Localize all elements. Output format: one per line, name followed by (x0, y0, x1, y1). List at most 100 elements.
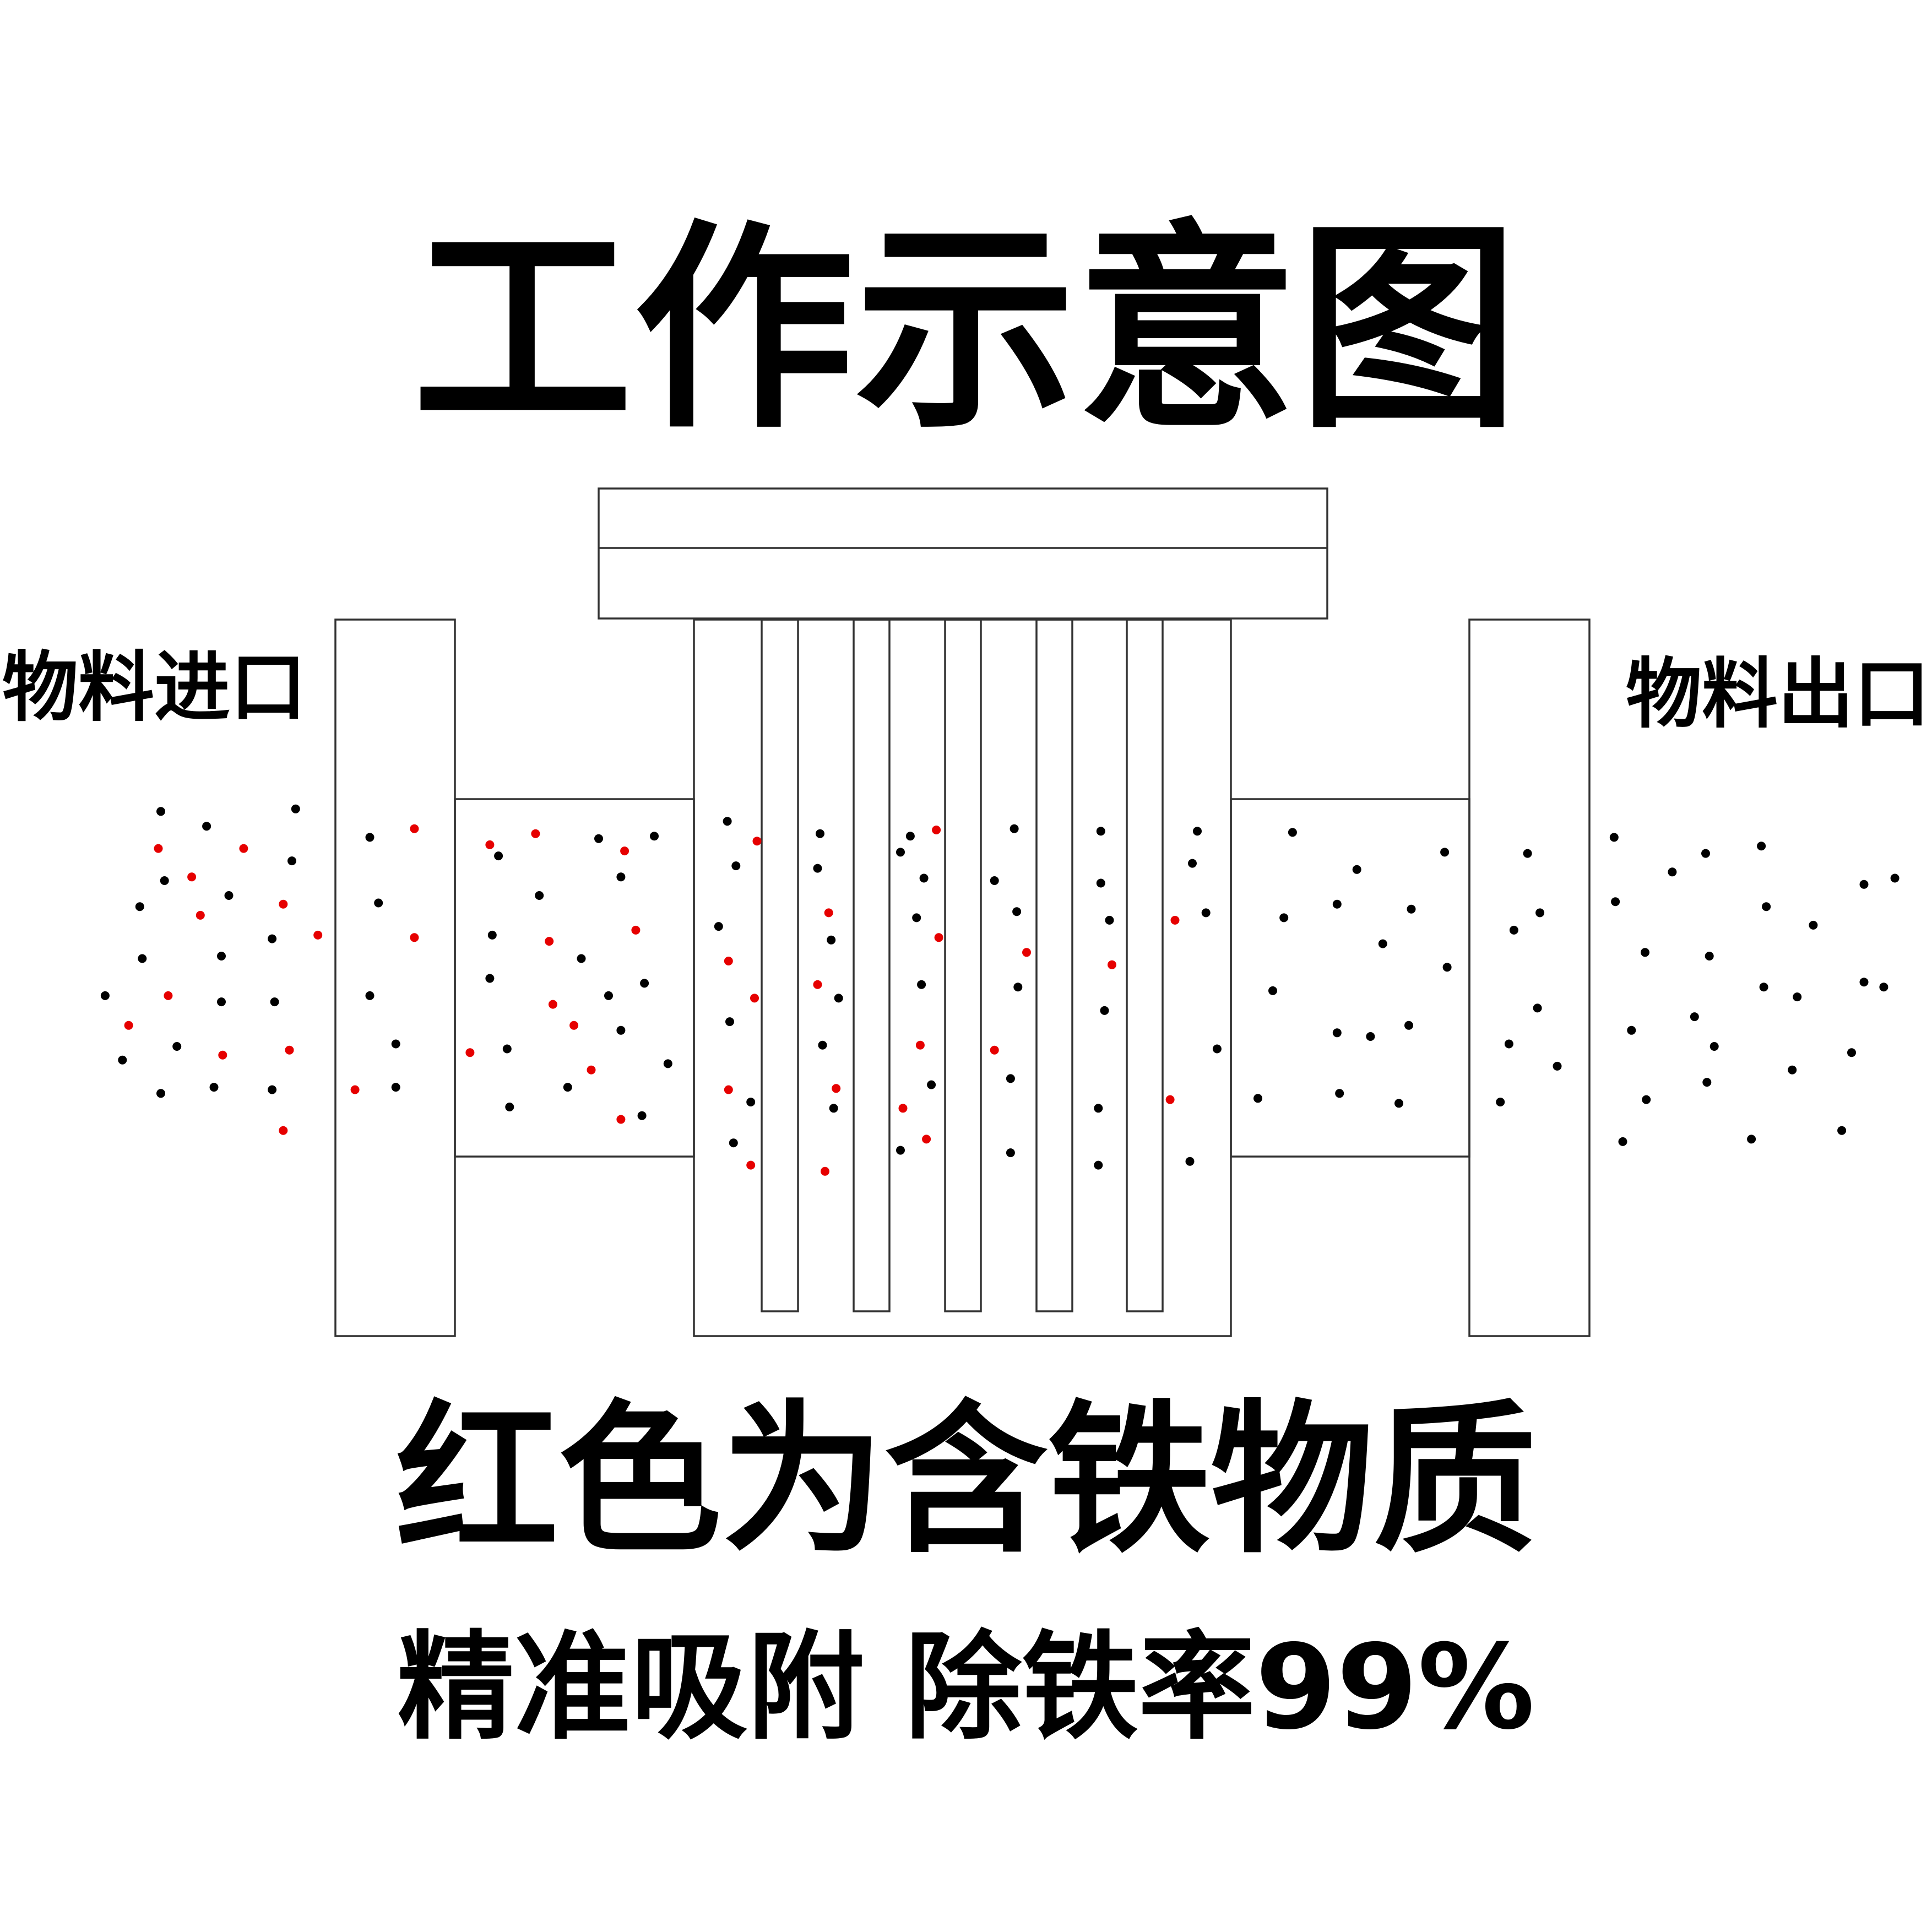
iron-particle (196, 910, 205, 920)
iron-particle (569, 1021, 579, 1030)
material-particle (1012, 907, 1022, 916)
material-particle (1407, 904, 1416, 914)
iron-particle (239, 844, 248, 853)
material-particle (1793, 992, 1802, 1002)
material-particle (1642, 1095, 1651, 1104)
iron-particle (631, 925, 641, 935)
iron-particle (1022, 948, 1031, 957)
material-particle (1094, 1160, 1103, 1170)
particle-layer (100, 804, 1900, 1176)
outlet-pipe (1230, 798, 1470, 1158)
material-particle (270, 997, 279, 1007)
material-particle (1105, 915, 1114, 925)
material-particle (209, 1083, 219, 1092)
magnetic-rod (1126, 618, 1164, 1312)
material-particle (990, 876, 999, 885)
material-particle (1212, 1044, 1222, 1054)
iron-particle (932, 826, 941, 834)
material-particle (535, 891, 544, 900)
iron-particle (410, 933, 419, 942)
material-particle (813, 864, 822, 873)
iron-particle (934, 933, 943, 942)
material-particle (640, 979, 649, 988)
material-particle (160, 876, 169, 885)
iron-particle (824, 908, 833, 918)
iron-particle (548, 1000, 557, 1009)
iron-particle (616, 1115, 626, 1124)
material-particle (268, 934, 277, 943)
magnetic-rod (1035, 618, 1073, 1312)
material-particle (118, 1055, 127, 1065)
material-particle (1535, 908, 1545, 918)
material-particle (1837, 1126, 1847, 1135)
material-particle (156, 807, 165, 816)
material-particle (1404, 1021, 1413, 1030)
iron-particle (898, 1104, 908, 1113)
material-particle (1006, 1074, 1015, 1083)
material-particle (1641, 948, 1649, 957)
material-particle (829, 1104, 838, 1113)
material-particle (650, 832, 659, 841)
material-particle (1332, 1028, 1342, 1038)
material-particle (391, 1039, 400, 1049)
material-particle (287, 856, 296, 866)
iron-particle (724, 957, 733, 965)
material-particle (827, 935, 836, 945)
iron-particle (813, 980, 822, 989)
iron-particle (313, 930, 323, 940)
material-particle (1188, 859, 1197, 868)
material-particle (391, 1083, 400, 1092)
material-particle (816, 829, 824, 838)
material-particle (1096, 827, 1105, 836)
iron-particle (218, 1050, 227, 1060)
material-particle (487, 930, 497, 940)
material-particle (714, 922, 723, 931)
material-particle (1809, 920, 1818, 930)
material-particle (731, 861, 741, 871)
inlet-flange (334, 618, 456, 1337)
material-particle (616, 1025, 626, 1035)
material-particle (725, 1017, 734, 1027)
material-particle (156, 1089, 165, 1098)
material-particle (637, 1111, 647, 1120)
material-particle (1710, 1042, 1719, 1051)
material-particle (291, 804, 300, 813)
material-particle (729, 1138, 738, 1148)
material-particle (1504, 1039, 1513, 1049)
material-particle (202, 822, 211, 831)
material-particle (1185, 1157, 1195, 1166)
material-particle (663, 1059, 672, 1068)
material-particle (1523, 849, 1532, 858)
magnetic-rod (761, 618, 799, 1312)
material-particle (927, 1080, 936, 1089)
material-particle (1442, 963, 1452, 972)
iron-particle (1108, 960, 1116, 969)
iron-particle (164, 991, 173, 1000)
material-particle (1705, 952, 1714, 960)
material-particle (1609, 833, 1619, 842)
iron-particle (620, 846, 629, 856)
iron-particle (485, 840, 495, 849)
iron-particle (587, 1065, 596, 1074)
material-particle (1859, 978, 1869, 987)
material-particle (217, 952, 226, 960)
material-particle (505, 1103, 514, 1111)
material-particle (1553, 1061, 1562, 1071)
material-particle (365, 991, 375, 1000)
material-particle (912, 913, 921, 922)
material-particle (594, 834, 603, 843)
separator-structure (334, 487, 1591, 1337)
material-particle (1201, 908, 1211, 918)
material-particle (1288, 828, 1297, 837)
magnetic-rod (944, 618, 982, 1312)
material-particle (374, 898, 383, 908)
iron-particle (746, 1160, 756, 1170)
iron-particle (724, 1085, 733, 1094)
material-particle (1094, 1104, 1103, 1113)
material-particle (485, 974, 495, 983)
material-particle (1332, 899, 1342, 909)
material-particle (723, 817, 732, 826)
material-particle (1335, 1089, 1344, 1098)
iron-particle (832, 1084, 841, 1093)
